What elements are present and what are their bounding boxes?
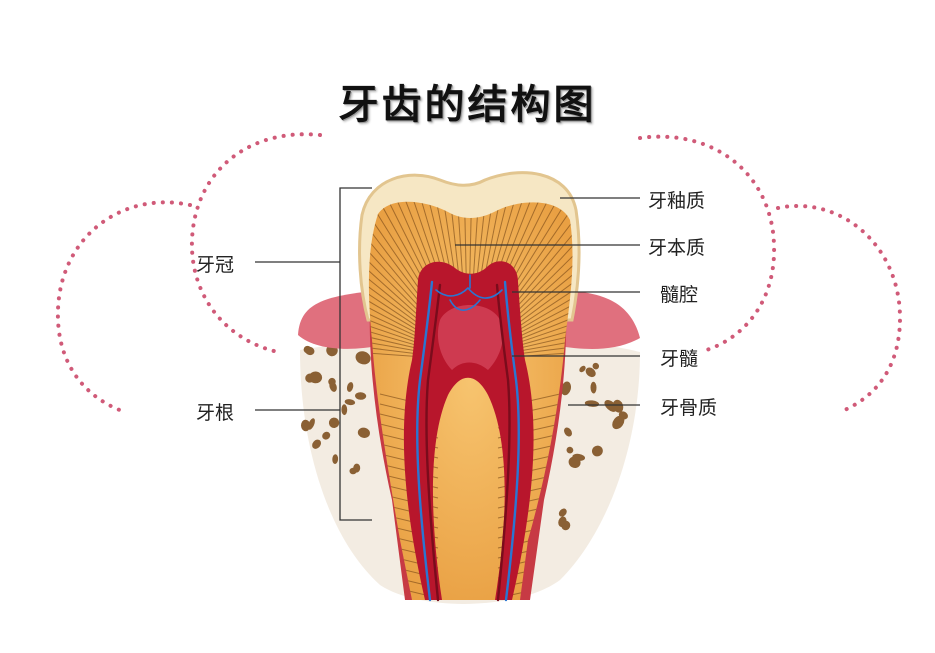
dentin-tubule <box>502 307 573 353</box>
bone-spot <box>612 415 625 430</box>
dentin-tubule <box>501 295 573 351</box>
label-pulp-cavity: 髓腔 <box>660 284 699 306</box>
dentin-tubule <box>368 272 436 348</box>
dentin-tubule <box>500 272 573 348</box>
dentin-tubule <box>368 239 438 343</box>
bone-spot <box>558 516 567 527</box>
bracket-crown <box>339 187 372 320</box>
bone-spot <box>300 419 311 432</box>
gum-right <box>558 290 640 349</box>
vessel-red-right <box>495 283 511 602</box>
dentin-tubule <box>500 261 573 346</box>
dentin-tubule <box>368 331 434 357</box>
bone-spot <box>558 508 567 517</box>
label-pulp: 牙髓 <box>660 348 699 370</box>
bone-spot <box>579 365 586 373</box>
bone-spot <box>332 454 339 464</box>
bone-spot <box>564 427 572 437</box>
diagram-title: 牙齿的结构图 <box>338 82 597 128</box>
bone-spot <box>355 392 367 400</box>
dentin-tubule <box>368 343 434 359</box>
dentin-tubule <box>368 229 439 341</box>
dentin-tubule <box>368 209 441 338</box>
vessel-blue-left <box>416 280 434 602</box>
vessel-network <box>435 274 503 311</box>
dotted-arc-inner-left <box>189 132 322 354</box>
bone-spot <box>357 427 370 438</box>
bone-spot <box>560 381 572 396</box>
bone-spot <box>585 367 596 378</box>
bone-spot <box>353 463 361 473</box>
bone-spot <box>568 456 581 469</box>
bone-spot <box>591 445 603 457</box>
vessel-blue-right <box>503 280 520 602</box>
dentin-tubule <box>368 319 434 355</box>
bone-spot <box>312 439 322 449</box>
dotted-arc-inner-right <box>638 134 777 354</box>
vessel-red-left <box>425 283 442 602</box>
bracket-root <box>339 320 372 521</box>
bone-spot <box>346 382 354 392</box>
bone-spot <box>328 377 336 386</box>
dentin-tubule <box>499 250 573 344</box>
dentin-tubule <box>501 284 573 349</box>
bone-spot <box>612 399 624 413</box>
dentin-tubule <box>368 295 435 351</box>
leader-lines <box>255 187 640 521</box>
dotted-arc-outer-left <box>55 200 192 414</box>
dentin-tubule <box>368 284 435 349</box>
dentin-tubule <box>368 307 434 353</box>
bone-spot <box>566 446 574 454</box>
bone-spot <box>344 399 356 406</box>
label-dentin: 牙本质 <box>648 237 706 259</box>
dentin-tubule <box>368 201 442 336</box>
dentin-tubule <box>497 229 573 341</box>
label-crown: 牙冠 <box>196 254 235 276</box>
label-root: 牙根 <box>196 402 235 424</box>
bone-spot <box>305 373 315 383</box>
label-cementum: 牙骨质 <box>660 397 718 419</box>
decorative-dotted-arcs <box>55 132 903 414</box>
dentin-tubule <box>494 201 573 336</box>
bone-spot <box>355 351 371 365</box>
bone-spot <box>590 381 597 394</box>
pulp-inner-light <box>437 305 503 370</box>
label-enamel: 牙釉质 <box>648 190 706 212</box>
dentin-tubule <box>498 239 573 343</box>
bone-spot <box>341 404 348 416</box>
dentin-tubule <box>496 218 573 340</box>
dentin-tubule <box>502 319 573 355</box>
dentin-tubule <box>368 261 436 346</box>
dentin-tubule <box>502 331 573 357</box>
dotted-arc-outer-right <box>776 204 903 414</box>
bone-spot <box>304 346 315 356</box>
bone-spot <box>322 431 331 440</box>
bone-spot <box>592 362 600 370</box>
dentin-tubule <box>368 218 440 340</box>
pulp-vessels <box>416 274 520 602</box>
dentin-tubule <box>495 209 573 338</box>
dentin-tubule <box>368 250 437 344</box>
bone-spot <box>328 417 340 428</box>
